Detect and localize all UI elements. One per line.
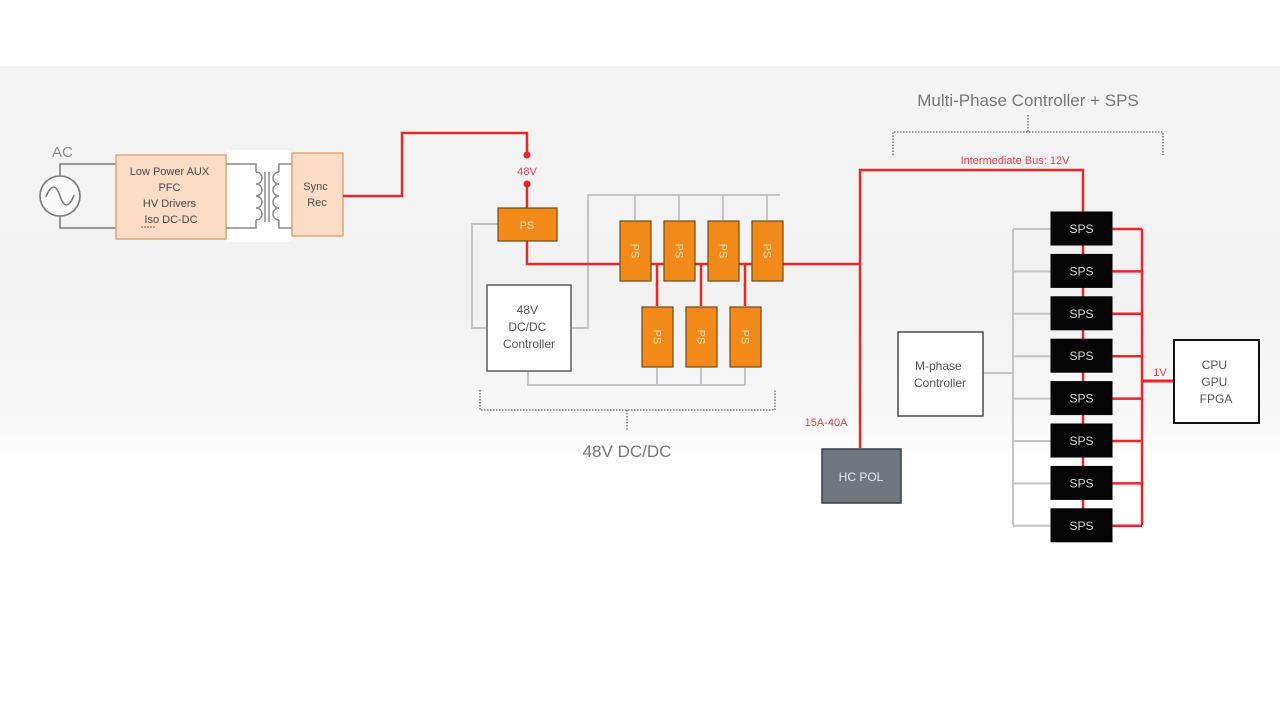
wire-ps-to-controller [471,223,498,329]
wire-controller-to-top-bus [571,194,780,329]
wire-ac-top [59,163,116,176]
sps-block-3[interactable]: SPS [1050,296,1113,331]
ps-phase-bottom-1-label: PS [651,330,663,345]
sync-rec-block[interactable]: Sync Rec [291,152,344,237]
sps-label-3: SPS [1069,307,1093,321]
front-end-line-4: Iso DC-DC [144,214,197,226]
dcdc-controller-block[interactable]: 48V DC/DC Controller [486,284,572,372]
transformer-icon [226,150,292,242]
sps-column: SPS SPS SPS SPS SPS SPS SPS SPS [1050,211,1113,543]
ac-source-group: AC [39,144,116,229]
ps-top-row: PS PS PS PS [619,220,784,282]
ps-phase-bottom-3[interactable]: PS [729,306,762,368]
ps-phase-top-3[interactable]: PS [707,220,740,282]
sps-block-8[interactable]: SPS [1050,508,1113,543]
signal-wiring [471,194,1051,527]
dcdc-controller-line-2: DC/DC [508,320,546,334]
sps-block-2[interactable]: SPS [1050,253,1113,288]
wire-syncrec-to-48v [343,131,529,198]
hc-pol-label: HC POL [839,470,884,484]
ps-bottom-row: PS PS PS [641,306,762,368]
ps-phase-top-1[interactable]: PS [619,220,652,282]
group-label-multiphase: Multi-Phase Controller + SPS [917,91,1139,110]
front-end-line-1: Low Power AUX [130,166,210,178]
ps-phase-bottom-2-label: PS [695,330,707,345]
dcdc-controller-line-3: Controller [503,337,555,351]
mphase-controller-block[interactable]: M-phase Controller [897,331,984,417]
node-48v-top [523,151,531,159]
ps-phase-top-4-label: PS [761,244,773,259]
ps-input-label: PS [520,220,535,232]
group-bracket-48v [479,390,776,430]
sync-rec-line-1: Sync [303,181,328,193]
ps-phase-top-1-label: PS [629,244,641,259]
svg-text:CPU GPU FPGA: CPU GPU FPGA [1200,358,1233,406]
sps-block-1[interactable]: SPS [1050,211,1113,246]
sps-label-7: SPS [1069,476,1093,490]
sps-label-6: SPS [1069,434,1093,448]
ps-phase-bottom-2[interactable]: PS [685,306,718,368]
front-end-line-2: PFC [158,182,180,194]
svg-text:M-phase Controller: M-phase Controller [914,359,966,390]
mphase-controller-line-1: M-phase [915,359,962,373]
ps-phase-top-4[interactable]: PS [751,220,784,282]
sps-block-7[interactable]: SPS [1050,465,1113,500]
pol-current-label: 15A-40A [805,417,848,429]
node-48v-bottom [523,180,531,188]
front-end-block[interactable]: Low Power AUX PFC HV Drivers Iso DC-DC [115,154,227,240]
sps-label-8: SPS [1069,519,1093,533]
group-label-48v: 48V DC/DC [583,442,672,461]
ac-label: AC [52,144,73,161]
sps-label-2: SPS [1069,264,1093,278]
ps-phase-top-3-label: PS [717,244,729,259]
svg-text:Sync Rec: Sync Rec [303,181,331,209]
load-block[interactable]: CPU GPU FPGA [1173,339,1260,424]
group-bracket-multiphase [892,115,1164,155]
mphase-controller-line-2: Controller [914,376,966,390]
front-end-line-3: HV Drivers [143,198,197,210]
load-line-1: CPU [1202,358,1227,372]
load-line-3: FPGA [1200,392,1233,406]
output-1v-label: 1V [1153,367,1167,379]
sync-rec-line-2: Rec [307,197,327,209]
svg-text:Low Power AUX PFC: Low Power AUX PFC HV Drivers Iso DC-DC [130,166,213,226]
sine-wave-icon [45,186,75,206]
sps-label-5: SPS [1069,392,1093,406]
sps-label-4: SPS [1069,349,1093,363]
wire-intermediate-bus [858,168,1085,448]
sps-block-6[interactable]: SPS [1050,423,1113,458]
sps-label-1: SPS [1069,222,1093,236]
wire-ps-to-phase-bus [525,241,860,266]
hc-pol-block[interactable]: HC POL [821,448,902,504]
bus-48v-label: 48V [517,166,537,178]
intermediate-bus-label: Intermediate Bus: 12V [961,155,1071,167]
ps-input-block[interactable]: PS [497,207,558,242]
ps-phase-top-2-label: PS [673,244,685,259]
wire-ac-bottom [59,216,116,229]
dcdc-controller-line-1: 48V [517,303,538,317]
ps-phase-top-2[interactable]: PS [663,220,696,282]
svg-text:48V DC/DC Controll: 48V DC/DC Controller [503,303,555,351]
load-line-2: GPU [1201,375,1227,389]
ps-phase-bottom-1[interactable]: PS [641,306,674,368]
wire-controller-to-bottom-bus [527,371,745,386]
ps-phase-bottom-3-label: PS [739,330,751,345]
sps-block-4[interactable]: SPS [1050,338,1113,373]
sps-block-5[interactable]: SPS [1050,381,1113,416]
